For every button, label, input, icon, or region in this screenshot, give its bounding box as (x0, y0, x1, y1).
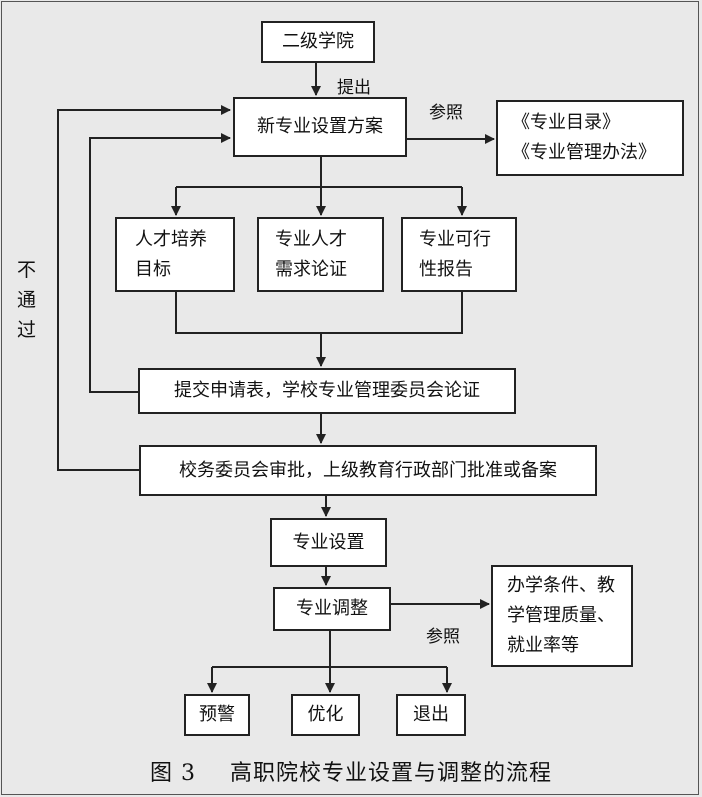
node-approval: 校务委员会审批，上级教育行政部门批准或备案 (139, 445, 597, 496)
label-submit: 提出 (337, 78, 371, 98)
conditions-line-1: 办学条件、教 (507, 575, 615, 596)
node-reference-catalog: 《专业目录》 《专业管理办法》 (496, 100, 684, 176)
figure-caption: 图 3 高职院校专业设置与调整的流程 (0, 755, 702, 787)
caption-text: 高职院校专业设置与调整的流程 (229, 761, 552, 786)
node-optimize: 优化 (291, 694, 360, 736)
node-exit: 退出 (396, 694, 466, 736)
conditions-line-2: 学管理质量、 (507, 605, 615, 626)
not-pass-char-3: 过 (17, 319, 37, 341)
node-setup: 专业设置 (270, 518, 387, 567)
node-adjust: 专业调整 (273, 587, 391, 631)
node-feasibility-report: 专业可行 性报告 (401, 217, 517, 292)
catalog-line-1: 《专业目录》 (512, 112, 620, 133)
node-talent-goal: 人才培养 目标 (115, 217, 235, 292)
talent-goal-line-2: 目标 (135, 258, 171, 280)
node-new-plan: 新专业设置方案 (233, 97, 407, 157)
conditions-line-3: 就业率等 (507, 635, 579, 656)
talent-goal-line-1: 人才培养 (135, 228, 207, 250)
caption-number: 图 3 (149, 761, 196, 786)
feasibility-line-2: 性报告 (419, 258, 473, 280)
not-pass-char-1: 不 (17, 259, 37, 281)
node-conditions: 办学条件、教 学管理质量、 就业率等 (491, 565, 633, 667)
label-refer-conditions: 参照 (426, 627, 460, 647)
node-demand-analysis: 专业人才 需求论证 (257, 217, 384, 292)
label-not-pass: 不 通 过 (17, 255, 36, 345)
not-pass-char-2: 通 (17, 289, 37, 311)
label-refer-catalog: 参照 (429, 103, 463, 123)
feasibility-line-1: 专业可行 (419, 228, 491, 250)
feedback-approve-to-plan (57, 105, 231, 471)
node-warning: 预警 (184, 694, 250, 736)
line-merge (175, 292, 463, 334)
demand-line-2: 需求论证 (275, 258, 347, 280)
feedback-apply-to-plan (89, 133, 231, 393)
demand-line-1: 专业人才 (275, 228, 347, 250)
node-apply-review: 提交申请表，学校专业管理委员会论证 (138, 368, 516, 414)
node-college: 二级学院 (261, 21, 375, 63)
catalog-line-2: 《专业管理办法》 (512, 142, 656, 163)
